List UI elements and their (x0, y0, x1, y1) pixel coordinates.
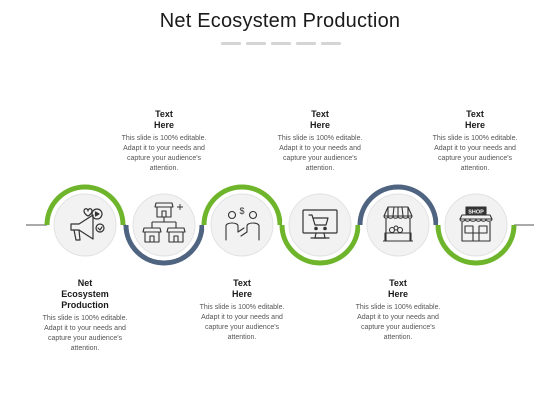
accent-arc (357, 184, 439, 226)
market-stall-icon (383, 206, 413, 242)
stage-description: This slide is 100% editable. Adapt it to… (277, 135, 363, 172)
megaphone-social-icon (70, 208, 105, 241)
stage-description: This slide is 100% editable. Adapt it to… (432, 135, 518, 172)
accent-arc (201, 184, 283, 226)
stage-description: This slide is 100% editable. Adapt it to… (199, 304, 285, 341)
stage-description: This slide is 100% editable. Adapt it to… (355, 304, 441, 341)
accent-arc (435, 224, 517, 266)
stage-circle-2 (123, 187, 205, 266)
inner-disc (132, 193, 196, 257)
title-underline (221, 42, 341, 45)
page-title: Net Ecosystem Production (159, 10, 401, 32)
accent-arc (279, 224, 361, 266)
stage-description: This slide is 100% editable. Adapt it to… (121, 135, 207, 172)
stage-description: This slide is 100% editable. Adapt it to… (42, 315, 128, 352)
stage-circle-3 (201, 184, 283, 263)
stage-circle-1 (44, 184, 126, 263)
accent-arc (123, 224, 205, 266)
people-exchange-icon: $ (225, 206, 260, 241)
shop-sign-label: SHOP (468, 210, 484, 216)
inner-disc (210, 193, 274, 257)
stage-circle-5 (357, 184, 439, 263)
inner-disc (444, 193, 508, 257)
shop-building-icon: SHOP (459, 206, 493, 242)
inner-disc (366, 193, 430, 257)
accent-arc (44, 184, 126, 226)
inner-disc (53, 193, 117, 257)
svg-text:$: $ (239, 206, 244, 216)
network-stores-icon (142, 202, 186, 243)
stage-circle-6 (435, 187, 517, 266)
online-shopping-monitor-icon (302, 209, 338, 239)
